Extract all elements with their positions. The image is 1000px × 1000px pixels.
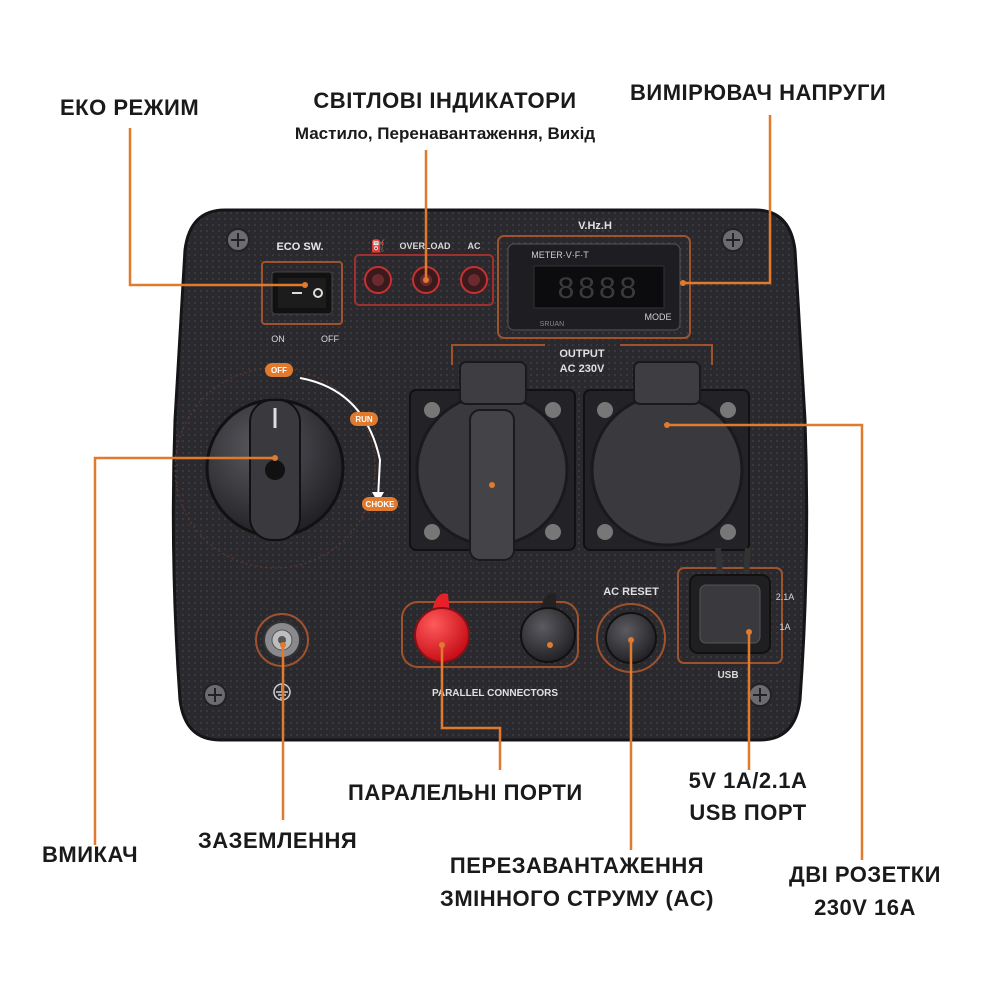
callout-usb-line1: 5V 1A/2.1A xyxy=(688,768,808,793)
dial-choke-badge xyxy=(362,497,398,511)
eco-on-label: ON xyxy=(271,334,285,344)
leader-sockets xyxy=(667,423,864,860)
dial-off-label: OFF xyxy=(271,366,287,375)
meter-frame xyxy=(497,235,691,339)
callout-light-indicators: СВІТЛОВІ ІНДИКАТОРИ xyxy=(313,88,577,113)
dial-run-badge xyxy=(350,412,378,426)
callout-sockets-line1: ДВІ РОЗЕТКИ xyxy=(789,862,941,887)
eco-sw-label: ECO SW. xyxy=(276,241,323,253)
meter-display-digits: 8888 xyxy=(558,272,641,305)
screw-top-left xyxy=(226,228,250,252)
eco-off-label: OFF xyxy=(321,334,339,344)
ac-reset-label: AC RESET xyxy=(603,586,659,598)
parallel-frame xyxy=(401,601,579,668)
usb-1a-label: 1A xyxy=(779,622,790,632)
callout-light-indicators-sub: Мастило, Перенавантаження, Вихід xyxy=(294,124,596,143)
socket-left[interactable] xyxy=(409,361,576,561)
callout-usb-line2: USB ПОРТ xyxy=(689,800,807,825)
oil-icon: ⛽ xyxy=(371,239,386,253)
leader-voltmeter xyxy=(683,115,772,285)
callout-voltmeter: ВИМІРЮВАЧ НАПРУГИ xyxy=(630,80,887,105)
usb-label: USB xyxy=(717,670,738,681)
callout-parallel-ports: ПАРАЛЕЛЬНІ ПОРТИ xyxy=(348,780,583,805)
leader-parallel xyxy=(440,645,502,770)
engine-switch-dial[interactable] xyxy=(205,398,345,541)
leader-eco xyxy=(128,128,305,287)
callout-sockets-line2: 230V 16A xyxy=(814,895,916,920)
dial-choke-label: CHOKE xyxy=(366,500,396,509)
parallel-connectors-label: PARALLEL CONNECTORS xyxy=(432,688,558,699)
screw-bottom-left xyxy=(203,683,227,707)
dial-run-label: RUN xyxy=(355,415,373,424)
screw-top-right xyxy=(721,228,745,252)
leader-switch xyxy=(93,456,275,845)
callout-switch: ВМИКАЧ xyxy=(42,842,139,867)
meter-mode-button[interactable]: MODE xyxy=(645,312,672,322)
callout-ac-reset-line2: ЗМІННОГО СТРУМУ (AC) xyxy=(440,886,714,911)
usb-21a-label: 2.1A xyxy=(776,592,795,602)
meter-label: METER·V·F·T xyxy=(531,250,589,260)
socket-right[interactable] xyxy=(583,361,750,551)
callout-ac-reset-line1: ПЕРЕЗАВАНТАЖЕННЯ xyxy=(449,853,705,878)
meter-display xyxy=(533,265,665,309)
meter-top-label: V.Hz.H xyxy=(578,220,612,232)
screw-bottom-right xyxy=(748,683,772,707)
ac-indicator-light xyxy=(460,266,488,294)
usb-frame xyxy=(677,567,783,664)
parallel-connector-black[interactable] xyxy=(520,593,576,663)
ac-indicator-label: AC xyxy=(468,241,481,251)
dial-off-badge xyxy=(265,363,293,377)
indicator-frame xyxy=(354,254,494,306)
meter-brand: SRUAN xyxy=(540,321,565,328)
callout-eco-mode: ЕКО РЕЖИМ xyxy=(60,95,200,120)
parallel-connector-red[interactable] xyxy=(414,593,470,663)
leader-lines xyxy=(93,115,864,860)
output-voltage-label: AC 230V xyxy=(560,363,605,375)
output-label: OUTPUT xyxy=(559,348,605,360)
callout-grounding: ЗАЗЕМЛЕННЯ xyxy=(198,828,358,853)
eco-switch-frame xyxy=(261,261,343,325)
oil-indicator-light xyxy=(364,266,392,294)
